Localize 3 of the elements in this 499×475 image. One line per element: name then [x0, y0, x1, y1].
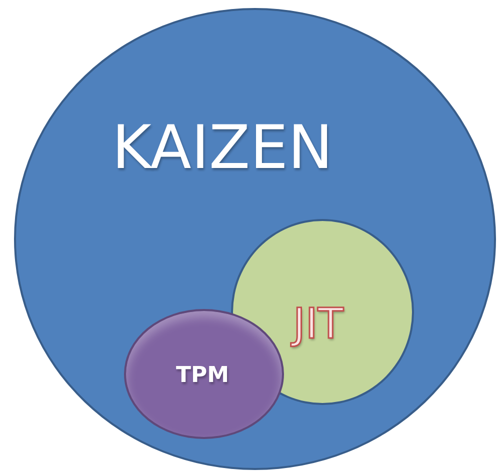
circle-label: JIT — [293, 303, 344, 345]
circle-label: TPM — [176, 365, 230, 387]
circle-label: KAIZEN — [112, 118, 333, 178]
